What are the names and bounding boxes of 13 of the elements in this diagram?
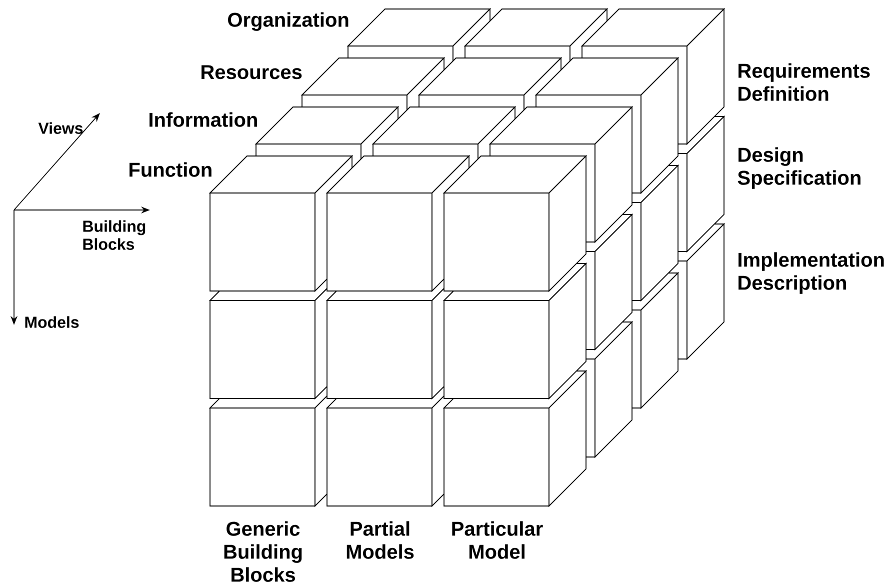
axis-label: Particular Model bbox=[452, 521, 543, 559]
axis-label: Models bbox=[25, 316, 79, 328]
axis-label: Partial Models bbox=[346, 521, 414, 559]
axis-label: Requirements Definition bbox=[738, 63, 870, 101]
axis-label: Function bbox=[130, 162, 212, 177]
axis-label: Views bbox=[38, 122, 83, 134]
axis-label: Generic Building Blocks bbox=[224, 521, 302, 582]
axis-label: Information bbox=[150, 112, 257, 127]
axis-label: Building Blocks bbox=[83, 220, 146, 250]
axis-label: Resources bbox=[202, 65, 302, 80]
axis-label: Implementation Description bbox=[738, 252, 884, 294]
axis-label: Organization bbox=[228, 12, 348, 31]
axis-label: Design Specification bbox=[738, 147, 860, 189]
